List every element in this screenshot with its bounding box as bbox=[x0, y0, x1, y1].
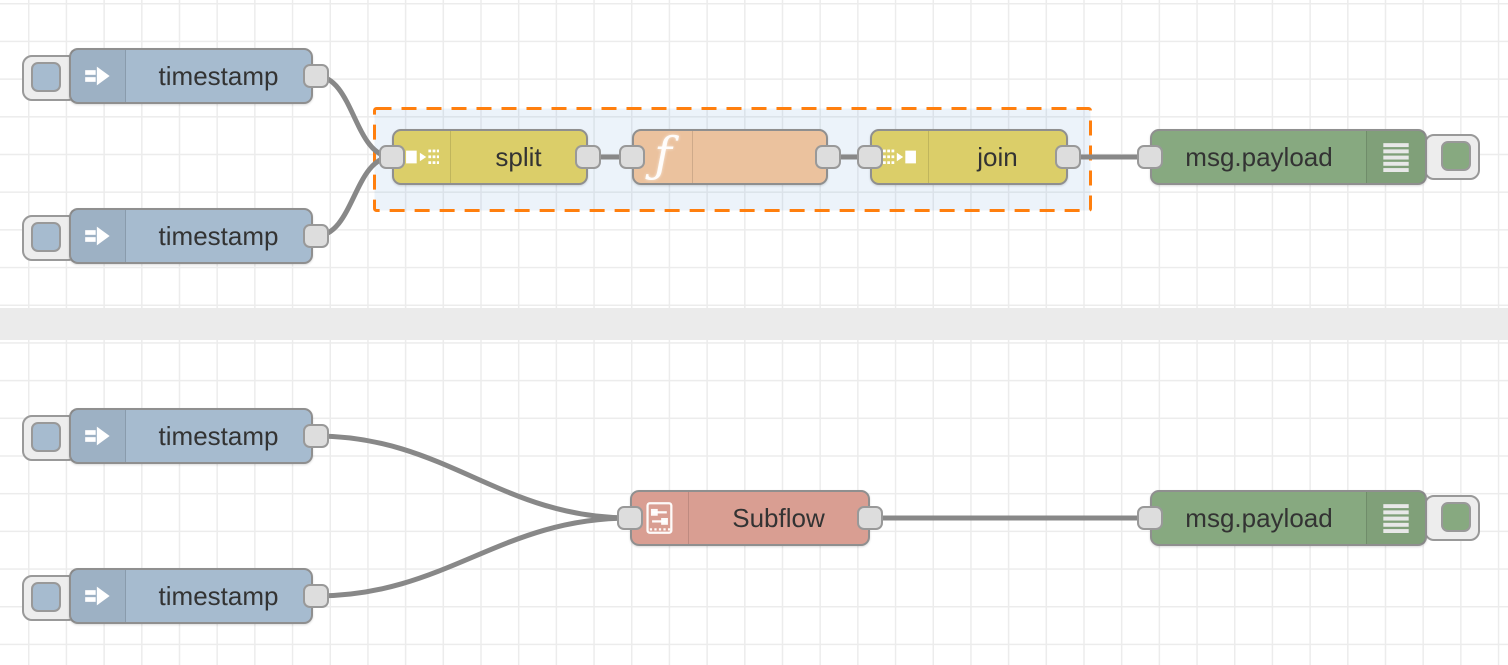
node-label: Subflow bbox=[732, 502, 825, 533]
inject-arrow-icon bbox=[85, 66, 110, 86]
node-label: timestamp bbox=[158, 220, 279, 251]
debug-lines-icon bbox=[1383, 143, 1409, 172]
input-port[interactable] bbox=[857, 145, 883, 169]
node-debug-top[interactable]: msg.payload bbox=[1150, 129, 1427, 185]
inject-icon-strip bbox=[71, 570, 126, 622]
node-inject-bottom-2[interactable]: timestamp bbox=[69, 568, 313, 624]
inject-button[interactable] bbox=[22, 215, 78, 261]
output-port[interactable] bbox=[303, 424, 329, 448]
function-icon: ƒ bbox=[654, 127, 672, 183]
subflow-icon bbox=[646, 502, 673, 534]
debug-toggle-pad bbox=[1441, 502, 1471, 532]
debug-toggle-button[interactable] bbox=[1424, 134, 1480, 180]
node-subflow[interactable]: Subflow bbox=[630, 490, 870, 546]
inject-button-pad bbox=[31, 222, 61, 252]
input-port[interactable] bbox=[379, 145, 405, 169]
join-icon-strip bbox=[872, 131, 929, 183]
inject-icon-strip bbox=[71, 210, 126, 262]
node-split[interactable]: split bbox=[392, 129, 588, 185]
debug-toggle-button[interactable] bbox=[1424, 495, 1480, 541]
node-join[interactable]: join bbox=[870, 129, 1068, 185]
inject-arrow-icon bbox=[85, 226, 110, 246]
inject-arrow-icon bbox=[85, 426, 110, 446]
function-icon-strip: ƒ bbox=[634, 131, 693, 183]
input-port[interactable] bbox=[617, 506, 643, 530]
node-debug-bottom[interactable]: msg.payload bbox=[1150, 490, 1427, 546]
output-port[interactable] bbox=[303, 64, 329, 88]
join-icon bbox=[883, 149, 916, 165]
subflow-icon-strip bbox=[632, 492, 689, 544]
inject-button-pad bbox=[31, 62, 61, 92]
inject-button-pad bbox=[31, 582, 61, 612]
split-icon-strip bbox=[394, 131, 451, 183]
output-port[interactable] bbox=[1055, 145, 1081, 169]
node-label: timestamp bbox=[158, 420, 279, 451]
wire[interactable] bbox=[313, 433, 633, 521]
inject-button-pad bbox=[31, 422, 61, 452]
node-label bbox=[693, 131, 826, 183]
node-label: msg.payload bbox=[1185, 502, 1333, 533]
debug-icon-strip bbox=[1366, 131, 1425, 183]
node-label: join bbox=[977, 141, 1018, 172]
node-inject-bottom-1[interactable]: timestamp bbox=[69, 408, 313, 464]
output-port[interactable] bbox=[303, 224, 329, 248]
split-icon bbox=[406, 149, 439, 165]
inject-arrow-icon bbox=[85, 586, 110, 606]
input-port[interactable] bbox=[619, 145, 645, 169]
node-inject-top-1[interactable]: timestamp bbox=[69, 48, 313, 104]
node-inject-top-2[interactable]: timestamp bbox=[69, 208, 313, 264]
debug-lines-icon bbox=[1383, 504, 1409, 533]
node-label: timestamp bbox=[158, 60, 279, 91]
inject-button[interactable] bbox=[22, 55, 78, 101]
output-port[interactable] bbox=[575, 145, 601, 169]
node-label: msg.payload bbox=[1185, 141, 1333, 172]
output-port[interactable] bbox=[857, 506, 883, 530]
wire[interactable] bbox=[313, 515, 633, 599]
inject-button[interactable] bbox=[22, 575, 78, 621]
inject-icon-strip bbox=[71, 410, 126, 462]
output-port[interactable] bbox=[303, 584, 329, 608]
section-divider bbox=[0, 308, 1508, 340]
node-function[interactable]: ƒ bbox=[632, 129, 828, 185]
input-port[interactable] bbox=[1137, 145, 1163, 169]
node-label: split bbox=[495, 141, 542, 172]
input-port[interactable] bbox=[1137, 506, 1163, 530]
debug-icon-strip bbox=[1366, 492, 1425, 544]
node-label: timestamp bbox=[158, 580, 279, 611]
inject-icon-strip bbox=[71, 50, 126, 102]
debug-toggle-pad bbox=[1441, 141, 1471, 171]
output-port[interactable] bbox=[815, 145, 841, 169]
